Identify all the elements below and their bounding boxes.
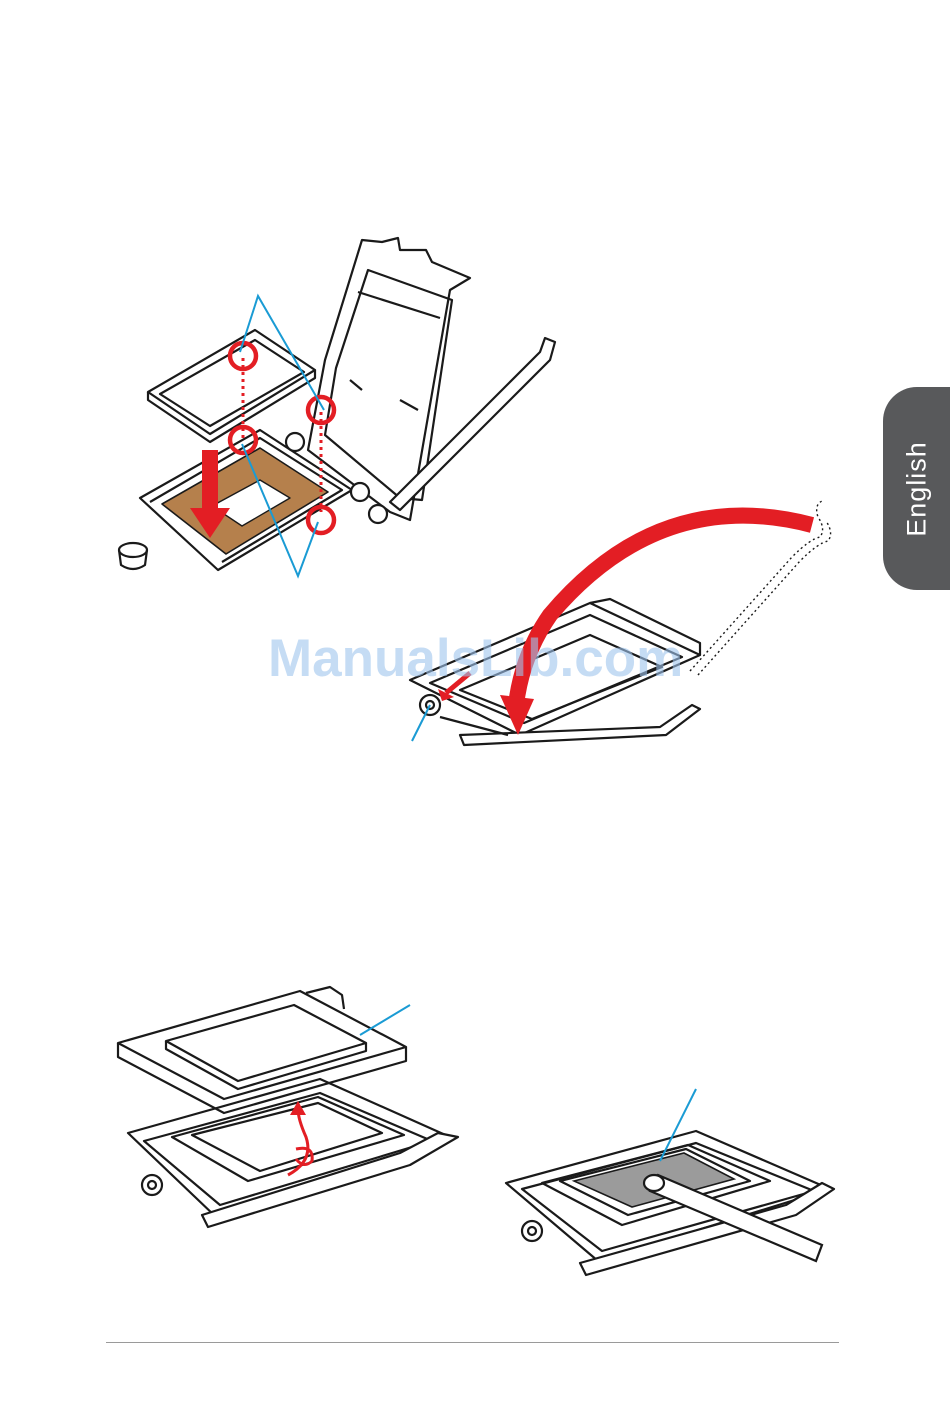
language-tab[interactable]: English: [883, 387, 950, 590]
footer-rule: [106, 1342, 839, 1343]
load-plate-closing-figure: [400, 495, 840, 765]
thermal-paste-figure: [500, 1085, 840, 1285]
pnp-cap-removal-figure: [110, 985, 480, 1235]
language-tab-label: English: [901, 441, 932, 537]
